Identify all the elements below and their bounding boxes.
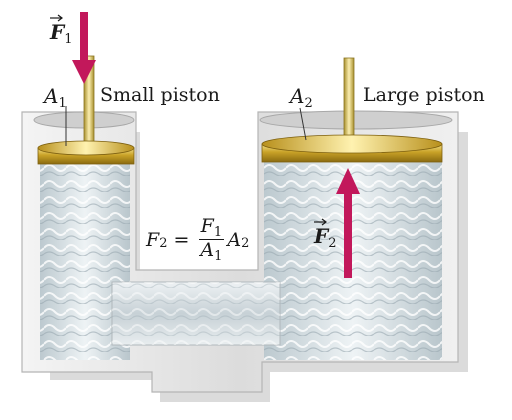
area-large-leader [299,107,307,141]
large-piston [261,57,443,163]
force-out-label: F 2 [314,218,336,251]
large-piston-label: Large piston [363,84,485,106]
force-in-label: F 1 [50,14,72,47]
small-piston-label: Small piston [100,84,220,106]
vector-arrow-icon [314,218,327,226]
force-in-arrow [72,12,96,84]
vector-arrow-icon [50,14,63,22]
small-piston [37,55,135,165]
area-small-label: A1 [44,84,67,111]
force-out-arrow [336,168,360,278]
area-large-label: A2 [290,84,313,111]
formula-fraction: F1 A1 [198,215,225,264]
